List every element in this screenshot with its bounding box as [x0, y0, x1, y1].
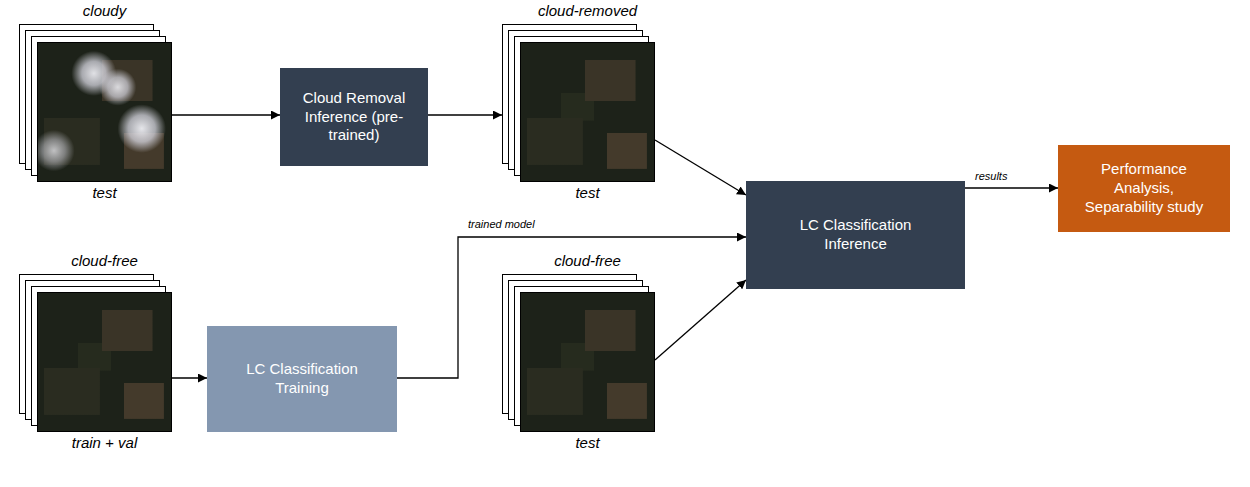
- box-text: Cloud Removal Inference (pre-trained): [290, 89, 418, 145]
- process-box: Cloud Removal Inference (pre-trained): [280, 68, 428, 166]
- satellite-image: [520, 42, 655, 182]
- image-stack: cloud-free test: [502, 250, 655, 454]
- satellite-image: [37, 292, 172, 432]
- stack-label: cloud-free: [19, 250, 172, 274]
- box-text: LC Classification Training: [227, 360, 377, 398]
- stack-label: test: [502, 182, 655, 204]
- stack-label: cloudy: [19, 0, 172, 24]
- image-frames: [502, 274, 655, 432]
- edge-label: results: [973, 170, 1009, 182]
- process-box: Performance Analysis, Separability study: [1058, 145, 1230, 232]
- stack-label: cloud-free: [502, 250, 655, 274]
- stack-label: cloud-removed: [502, 0, 655, 24]
- box-text: Performance Analysis, Separability study: [1076, 160, 1212, 216]
- image-stack: cloud-free train + val: [19, 250, 172, 454]
- flow-arrow: [655, 140, 746, 195]
- box-text: LC Classification Inference: [776, 216, 935, 254]
- stack-label: test: [502, 432, 655, 454]
- edge-label: trained model: [466, 218, 537, 230]
- image-stack: cloudy test: [19, 0, 172, 204]
- satellite-image: [37, 42, 172, 182]
- process-box: LC Classification Training: [207, 326, 397, 432]
- image-stack: cloud-removed test: [502, 0, 655, 204]
- flow-arrow: [965, 187, 1058, 188]
- stack-label: test: [19, 182, 172, 204]
- flow-arrow: [172, 377, 207, 378]
- stack-label: train + val: [19, 432, 172, 454]
- image-frames: [19, 24, 172, 182]
- flow-arrow: [428, 114, 502, 115]
- flow-arrow: [172, 114, 280, 115]
- image-frames: [19, 274, 172, 432]
- image-frames: [502, 24, 655, 182]
- flow-arrow: [655, 280, 746, 360]
- satellite-image: [520, 292, 655, 432]
- process-box: LC Classification Inference: [746, 181, 965, 289]
